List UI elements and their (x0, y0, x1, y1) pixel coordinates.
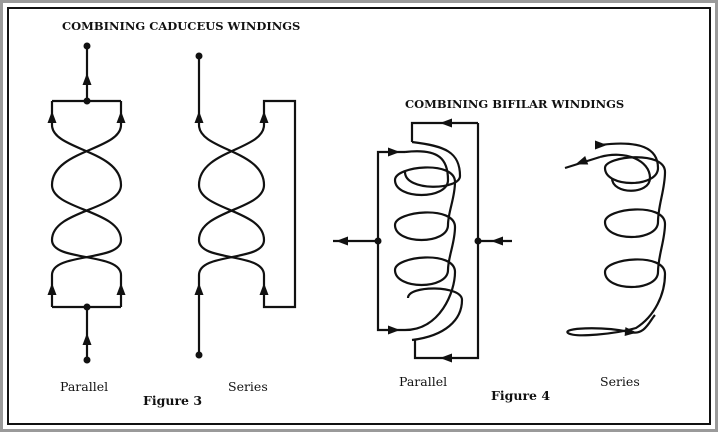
caduceus-title: COMBINING CADUCEUS WINDINGS (62, 19, 300, 33)
series-input-terminal (195, 351, 203, 359)
bifilar-coil-a (393, 150, 457, 332)
bifilar-coil-b (403, 140, 464, 342)
parallel-markers (47, 42, 126, 364)
arrow-left-icon (440, 353, 452, 363)
arrow-up-icon (116, 283, 126, 295)
arrow-right-icon (595, 140, 607, 150)
parallel-input-terminal (83, 356, 91, 364)
series-bifilar-coil-inner (599, 153, 652, 192)
arrow-up-icon (116, 111, 126, 123)
arrow-up-icon (47, 111, 57, 123)
figure4-caption: Figure 4 (491, 388, 550, 403)
parallel-bottom-junction (83, 303, 91, 311)
arrow-left-icon (440, 118, 452, 128)
bifilar-series-diagram (564, 142, 667, 337)
parallel-left-junction (374, 237, 382, 245)
parallel-strand-b (50, 124, 123, 276)
figure3-series-label: Series (228, 379, 268, 394)
series-markers (194, 52, 269, 359)
arrow-right-icon (388, 147, 400, 157)
parallel-strand-a (50, 124, 123, 276)
arrow-left-icon (573, 156, 589, 169)
arrow-up-icon (194, 283, 204, 295)
arrow-up-icon (259, 283, 269, 295)
caduceus-series-diagram (197, 56, 297, 355)
caduceus-parallel-diagram (50, 46, 123, 360)
bifilar-parallel-diagram (333, 121, 512, 360)
bifilar-title: COMBINING BIFILAR WINDINGS (405, 97, 624, 111)
figure4-series-label: Series (600, 374, 640, 389)
arrow-left-icon (336, 236, 348, 246)
arrow-up-icon (194, 111, 204, 123)
parallel-output-terminal (83, 42, 91, 50)
parallel-right-junction (474, 237, 482, 245)
parallel-top-junction (83, 97, 91, 105)
series-return-loop (262, 99, 297, 309)
parallel-left-bus (376, 150, 405, 332)
arrow-right-icon (388, 325, 400, 335)
parallel-top-bar (50, 99, 123, 125)
arrow-up-icon (82, 333, 92, 345)
parallel-bottom-bar (50, 275, 123, 309)
series-output-terminal (195, 52, 203, 60)
bifilar-parallel-markers (336, 118, 503, 363)
figure4-parallel-label: Parallel (399, 374, 447, 389)
arrow-up-icon (82, 73, 92, 85)
inner-frame (7, 7, 711, 425)
series-bifilar-coil (566, 142, 667, 337)
arrow-left-icon (491, 236, 503, 246)
arrow-up-icon (259, 111, 269, 123)
arrow-up-icon (47, 283, 57, 295)
series-strand-b (197, 124, 266, 276)
figure3-parallel-label: Parallel (60, 379, 108, 394)
figure3-caption: Figure 3 (143, 393, 202, 408)
